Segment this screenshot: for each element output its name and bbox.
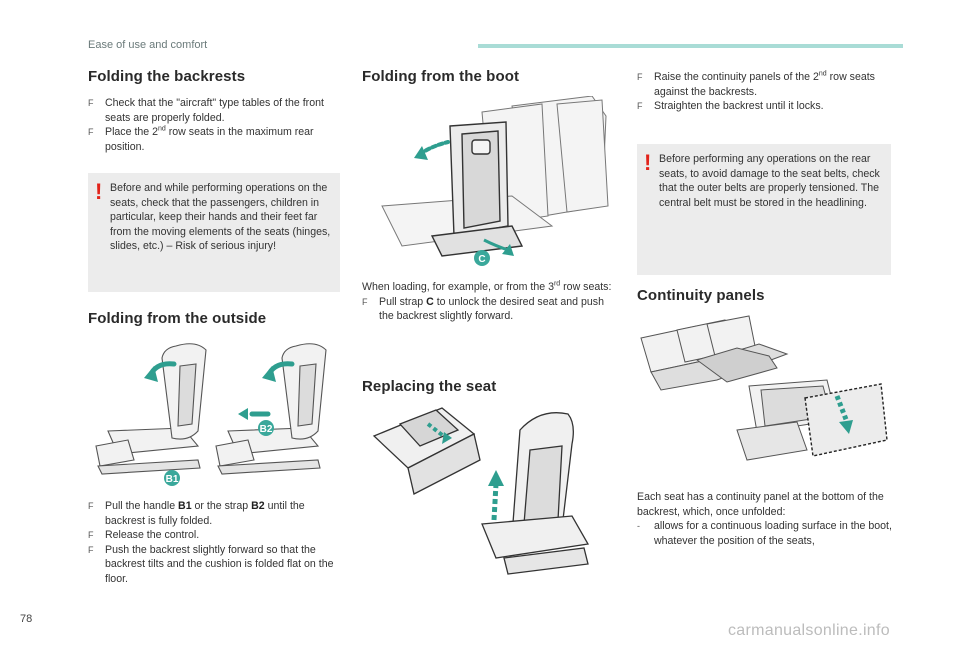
seat-folding-boot-illustration: C [381,96,609,266]
list-item: - allows for a continuous loading surfac… [637,520,892,547]
watermark: carmanualsonline.info [728,622,890,639]
heading-folding-boot: Folding from the boot [362,68,520,85]
callout-b1-badge [164,470,180,486]
boot-intro: When loading, for example, or from the 3… [362,280,612,293]
continuity-panels-illustration [640,315,888,461]
callout-b2-label: B2 [260,424,273,435]
bullet-marker-icon: F [88,530,94,540]
list-item: F Straighten the backrest until it locks… [637,100,824,112]
col3-bullets: F Raise the continuity panels of the 2nd… [637,70,893,114]
heading-folding-backrests: Folding the backrests [88,68,246,85]
raise-backrest-arrow-icon [491,483,499,521]
bullet-marker-icon: F [88,98,94,108]
bullet-marker-icon: F [637,101,643,111]
warning-exclamation-icon: ! [644,150,652,175]
callout-c-badge [474,250,490,266]
heading-continuity-panels: Continuity panels [637,287,765,304]
list-item: F Push the backrest slightly forward so … [88,543,334,585]
list-item: F Place the 2nd row seats in the maximum… [88,125,314,153]
section-accent-bar [478,44,903,48]
bullet-marker-icon: F [88,544,94,555]
list-item: F Raise the continuity panels of the 2nd… [637,70,875,98]
page-number: 78 [20,613,33,625]
bullet-marker-icon: F [637,72,643,82]
bullet-marker-icon: F [362,296,368,307]
seat-folding-outside-illustration: B1 B2 [95,343,327,486]
callout-b1-label: B1 [166,474,179,485]
unfold-arrow-icon [834,395,850,423]
warning-box-seat-belts: ! Before performing any operations on th… [637,144,891,275]
lift-arrow-icon [426,422,448,440]
section-header-label: Ease of use and comfort [88,39,208,51]
dash-marker: - [637,521,640,531]
list-item: F Pull the handle B1 or the strap B2 unt… [88,500,305,527]
list-item: F Release the control. [88,529,200,541]
bullet-marker-icon: F [88,501,94,511]
callout-b2-badge [258,420,274,436]
callout-c-label: C [478,254,485,265]
list-item: F Pull strap C to unlock the desired sea… [362,295,604,323]
continuity-text: Each seat has a continuity panel at the … [637,491,892,547]
warning-exclamation-icon: ! [95,179,103,204]
heading-replacing-seat: Replacing the seat [362,378,497,395]
seat-replacing-illustration [372,407,590,575]
unfolded-panel [804,383,888,457]
backrests-bullets: F Check that the "aircraft" type tables … [88,96,344,154]
list-item: F Check that the "aircraft" type tables … [88,97,324,124]
outside-bullets: F Pull the handle B1 or the strap B2 unt… [88,499,344,586]
boot-instructions: When loading, for example, or from the 3… [362,280,618,324]
bullet-marker-icon: F [88,127,94,137]
warning-box-injury: ! Before and while performing operations… [88,173,340,292]
heading-folding-outside: Folding from the outside [88,310,267,327]
